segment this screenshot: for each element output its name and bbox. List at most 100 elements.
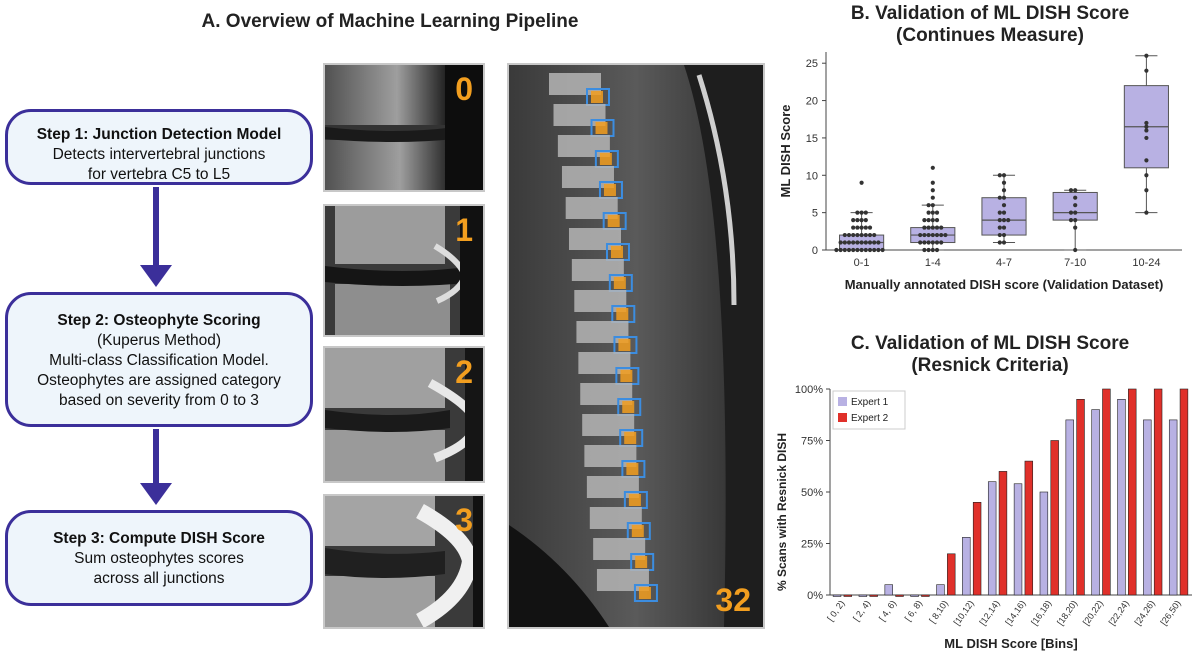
data-point: [997, 195, 1002, 200]
x-tick-label: [22,24): [1107, 598, 1131, 627]
data-point: [939, 232, 944, 238]
x-tick-label: [20,22): [1081, 598, 1105, 627]
data-point: [926, 247, 931, 253]
x-tick-label: 0-1: [854, 257, 870, 269]
data-point: [930, 240, 935, 245]
data-point: [918, 240, 923, 245]
data-point: [855, 232, 860, 238]
x-tick-label: [ 4, 6): [877, 598, 898, 623]
arrow-2-head: [140, 483, 172, 505]
x-tick-label: 10-24: [1132, 257, 1160, 269]
data-point: [934, 225, 940, 230]
data-point: [997, 173, 1002, 178]
step-2-line-1: (Kuperus Method): [96, 332, 222, 349]
data-point: [851, 232, 856, 238]
data-point: [1001, 188, 1007, 193]
step-1-box: Step 1: Junction Detection Model Detects…: [5, 109, 313, 185]
data-point: [1144, 210, 1149, 215]
data-point: [922, 225, 927, 230]
bar-expert-2: [1128, 388, 1137, 596]
data-point: [1073, 210, 1078, 215]
y-axis-label: ML DISH Score: [778, 105, 793, 198]
data-point: [1073, 203, 1078, 208]
osteophyte-highlight: [624, 432, 637, 444]
legend-label: Expert 1: [851, 397, 889, 408]
data-point: [842, 240, 847, 245]
y-axis-label: % Scans with Resnick DISH: [775, 433, 789, 591]
bar-expert-2: [947, 553, 956, 596]
bar-expert-1: [1091, 409, 1100, 596]
data-point: [855, 247, 860, 253]
x-tick-label: [ 8,10): [927, 598, 950, 625]
data-point: [1001, 195, 1007, 200]
data-point: [859, 218, 864, 223]
data-point: [1068, 210, 1074, 215]
data-point: [1006, 218, 1011, 223]
data-point: [1144, 120, 1149, 126]
x-tick-label: [16,18): [1029, 598, 1053, 627]
data-point: [859, 232, 864, 238]
data-point: [922, 218, 927, 223]
bar-expert-1: [832, 594, 842, 597]
y-tick-label: 75%: [801, 436, 823, 448]
bar-expert-1: [1013, 483, 1023, 596]
step-1-line-1: Detects intervertebral junctions: [52, 146, 266, 163]
panel-c-title-line-2: (Resnick Criteria): [911, 355, 1069, 376]
bar-expert-2: [972, 502, 982, 596]
arrow-2-shaft: [153, 429, 159, 487]
data-point: [1144, 124, 1149, 129]
osteophyte-highlight: [599, 153, 612, 165]
bar-expert-2: [1179, 388, 1189, 596]
xray-image: [325, 206, 483, 335]
data-point: [926, 225, 931, 230]
xray-thumbnail-1: 1: [323, 204, 485, 337]
data-point: [934, 210, 940, 215]
data-point: [863, 240, 868, 245]
data-point: [930, 195, 935, 200]
data-point: [846, 247, 852, 253]
step-1-heading: Step 1: Junction Detection Model: [36, 126, 282, 143]
data-point: [1144, 68, 1149, 73]
data-point: [859, 225, 864, 230]
x-tick-label: [18,20): [1055, 598, 1079, 627]
data-point: [1068, 188, 1074, 193]
arrow-1-head: [140, 265, 172, 287]
step-3-line-2: across all junctions: [93, 570, 225, 587]
data-point: [930, 180, 935, 185]
data-point: [930, 225, 935, 230]
data-point: [1144, 188, 1149, 193]
data-point: [859, 240, 864, 245]
step-3-box: Step 3: Compute DISH Score Sum osteophyt…: [5, 510, 313, 606]
arrow-1-shaft: [153, 187, 159, 269]
osteophyte-highlight: [628, 494, 641, 506]
bar-expert-2: [1076, 398, 1085, 596]
data-point: [918, 232, 923, 238]
data-point: [926, 240, 931, 245]
data-point: [930, 210, 935, 215]
data-point: [867, 232, 873, 238]
x-tick-label: [ 6, 8): [903, 598, 924, 623]
spine-xray-overview: 32: [507, 63, 765, 629]
bar-expert-1: [858, 594, 868, 597]
data-point: [855, 218, 860, 223]
data-point: [926, 203, 931, 208]
data-point: [930, 188, 935, 193]
step-2-heading: Step 2: Osteophyte Scoring: [57, 312, 261, 329]
data-point: [997, 240, 1002, 245]
bar-expert-2: [1102, 388, 1111, 596]
data-point: [1144, 158, 1149, 163]
bar-expert-2: [895, 594, 904, 597]
data-point: [838, 247, 843, 253]
step-3-line-1: Sum osteophytes scores: [74, 550, 244, 567]
bar-expert-1: [987, 481, 997, 596]
data-point: [863, 218, 868, 223]
bar-expert-2: [1153, 388, 1163, 596]
data-point: [851, 225, 856, 230]
bar-expert-1: [910, 594, 919, 597]
data-point: [997, 225, 1002, 230]
data-point: [997, 232, 1002, 238]
bar-expert-1: [884, 584, 893, 596]
spine-xray-image: [509, 65, 763, 627]
data-point: [1001, 203, 1007, 208]
xray-image: [325, 348, 483, 481]
